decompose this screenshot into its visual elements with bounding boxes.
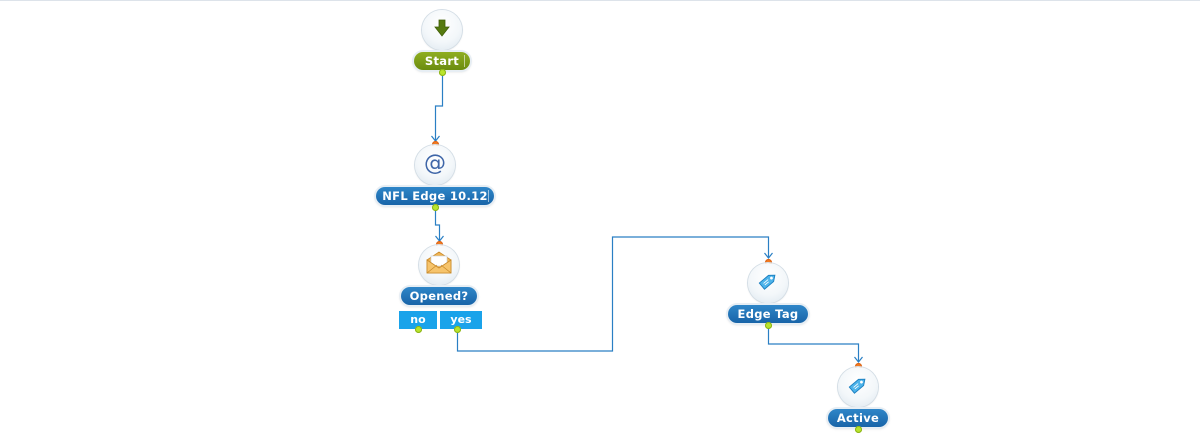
at-sign-icon: @ (422, 150, 448, 180)
svg-text:@: @ (424, 151, 446, 176)
connector-start-to-email (434, 74, 444, 141)
pill-divider (464, 55, 465, 67)
start-output-port[interactable] (439, 69, 446, 76)
opened-label[interactable]: Opened? (401, 287, 477, 305)
tag-icon (756, 269, 780, 297)
start-label[interactable]: Start (414, 52, 470, 70)
pill-divider (488, 190, 489, 202)
connector-yes-to-edge-tag (456, 236, 770, 352)
arrowhead (764, 252, 773, 259)
email-bubble[interactable]: @ (415, 145, 455, 185)
start-bubble[interactable] (422, 10, 462, 50)
edge-tag-bubble[interactable] (748, 263, 788, 303)
arrowhead (854, 356, 863, 363)
email-label-text: NFL Edge 10.12 (382, 189, 488, 203)
email-input-port[interactable] (432, 141, 439, 148)
edge-tag-output-port[interactable] (765, 322, 772, 329)
envelope-icon (425, 251, 453, 279)
branch-yes-output-port[interactable] (454, 326, 461, 333)
opened-bubble[interactable] (419, 245, 459, 285)
edge-tag-label-text: Edge Tag (737, 307, 799, 321)
active-label[interactable]: Active (828, 409, 888, 427)
active-label-text: Active (836, 411, 880, 425)
active-output-port[interactable] (855, 426, 862, 433)
active-input-port[interactable] (855, 363, 862, 370)
email-label[interactable]: NFL Edge 10.12 (376, 187, 494, 205)
opened-input-port[interactable] (436, 241, 443, 248)
edge-tag-input-port[interactable] (765, 259, 772, 266)
top-border (0, 0, 1200, 1)
edge-tag-label[interactable]: Edge Tag (728, 305, 808, 323)
branch-yes[interactable]: yes (440, 311, 482, 329)
opened-label-text: Opened? (409, 289, 469, 303)
connector-edge-tag-to-active (767, 327, 860, 362)
branch-no-label: no (410, 313, 426, 326)
arrow-down-icon (432, 18, 452, 42)
connector-email-to-opened (434, 209, 441, 241)
email-output-port[interactable] (432, 204, 439, 211)
start-label-text: Start (424, 54, 460, 68)
active-bubble[interactable] (838, 367, 878, 407)
tag-icon (846, 373, 870, 401)
branch-yes-label: yes (450, 313, 472, 326)
branch-no[interactable]: no (399, 311, 437, 329)
branch-no-output-port[interactable] (415, 326, 422, 333)
